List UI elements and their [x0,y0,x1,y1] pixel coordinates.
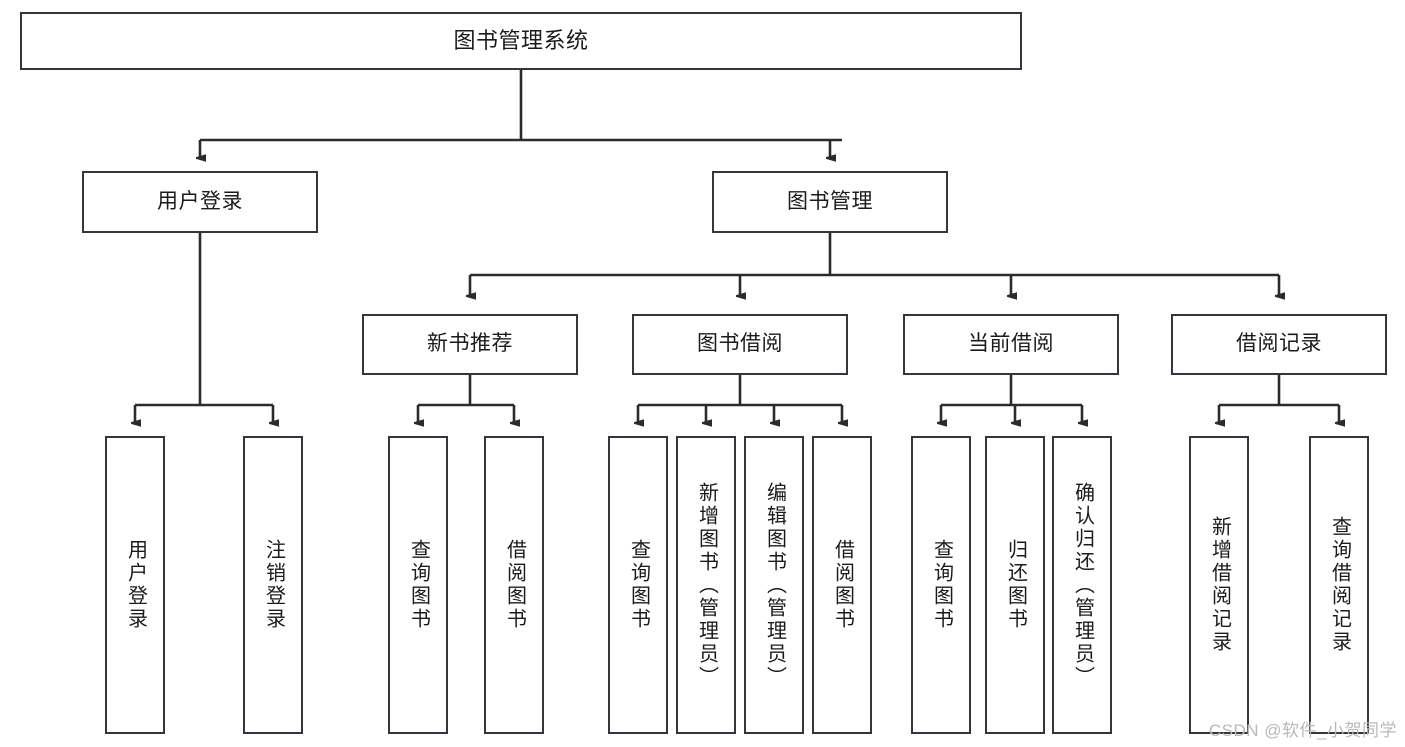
node-leaf-add-book-label: 新增图书（管理员） [695,481,718,689]
node-leaf-add-record[interactable]: 新增借阅记录 [1189,436,1249,734]
node-leaf-borrow-book-1[interactable]: 借阅图书 [484,436,544,734]
node-leaf-user-login[interactable]: 用户登录 [105,436,165,734]
node-new-book-recommend-label: 新书推荐 [427,332,513,356]
node-user-login[interactable]: 用户登录 [82,171,318,233]
node-book-borrow-label: 图书借阅 [697,332,783,356]
node-leaf-query-book-2-label: 查询图书 [627,539,650,631]
node-new-book-recommend[interactable]: 新书推荐 [362,314,578,375]
node-leaf-confirm-return-label: 确认归还（管理员） [1071,481,1094,689]
node-borrow-record[interactable]: 借阅记录 [1171,314,1387,375]
node-leaf-user-logout-label: 注销登录 [262,539,285,631]
node-current-borrow[interactable]: 当前借阅 [903,314,1119,375]
node-leaf-return-book[interactable]: 归还图书 [985,436,1045,734]
node-leaf-user-login-label: 用户登录 [124,539,147,631]
node-leaf-query-book-1[interactable]: 查询图书 [388,436,448,734]
node-leaf-edit-book-label: 编辑图书（管理员） [763,481,786,689]
node-leaf-add-book[interactable]: 新增图书（管理员） [676,436,736,734]
node-book-manage-label: 图书管理 [787,189,873,213]
node-leaf-query-book-2[interactable]: 查询图书 [608,436,668,734]
node-root[interactable]: 图书管理系统 [20,12,1022,70]
node-leaf-query-record-label: 查询借阅记录 [1328,516,1351,654]
node-book-manage[interactable]: 图书管理 [712,171,948,233]
node-leaf-add-record-label: 新增借阅记录 [1208,516,1231,654]
node-borrow-record-label: 借阅记录 [1236,332,1322,356]
node-leaf-query-book-3[interactable]: 查询图书 [911,436,971,734]
node-leaf-edit-book[interactable]: 编辑图书（管理员） [744,436,804,734]
node-leaf-query-record[interactable]: 查询借阅记录 [1309,436,1369,734]
node-leaf-borrow-book-1-label: 借阅图书 [503,539,526,631]
node-leaf-borrow-book-2[interactable]: 借阅图书 [812,436,872,734]
node-book-borrow[interactable]: 图书借阅 [632,314,848,375]
node-root-label: 图书管理系统 [453,27,589,53]
node-leaf-borrow-book-2-label: 借阅图书 [831,539,854,631]
node-current-borrow-label: 当前借阅 [968,332,1054,356]
node-leaf-return-book-label: 归还图书 [1004,539,1027,631]
node-leaf-confirm-return[interactable]: 确认归还（管理员） [1052,436,1112,734]
node-leaf-query-book-3-label: 查询图书 [930,539,953,631]
node-leaf-query-book-1-label: 查询图书 [407,539,430,631]
node-user-login-label: 用户登录 [157,189,243,213]
csdn-watermark: CSDN @软件_小贺同学 [1208,721,1397,740]
node-leaf-user-logout[interactable]: 注销登录 [243,436,303,734]
